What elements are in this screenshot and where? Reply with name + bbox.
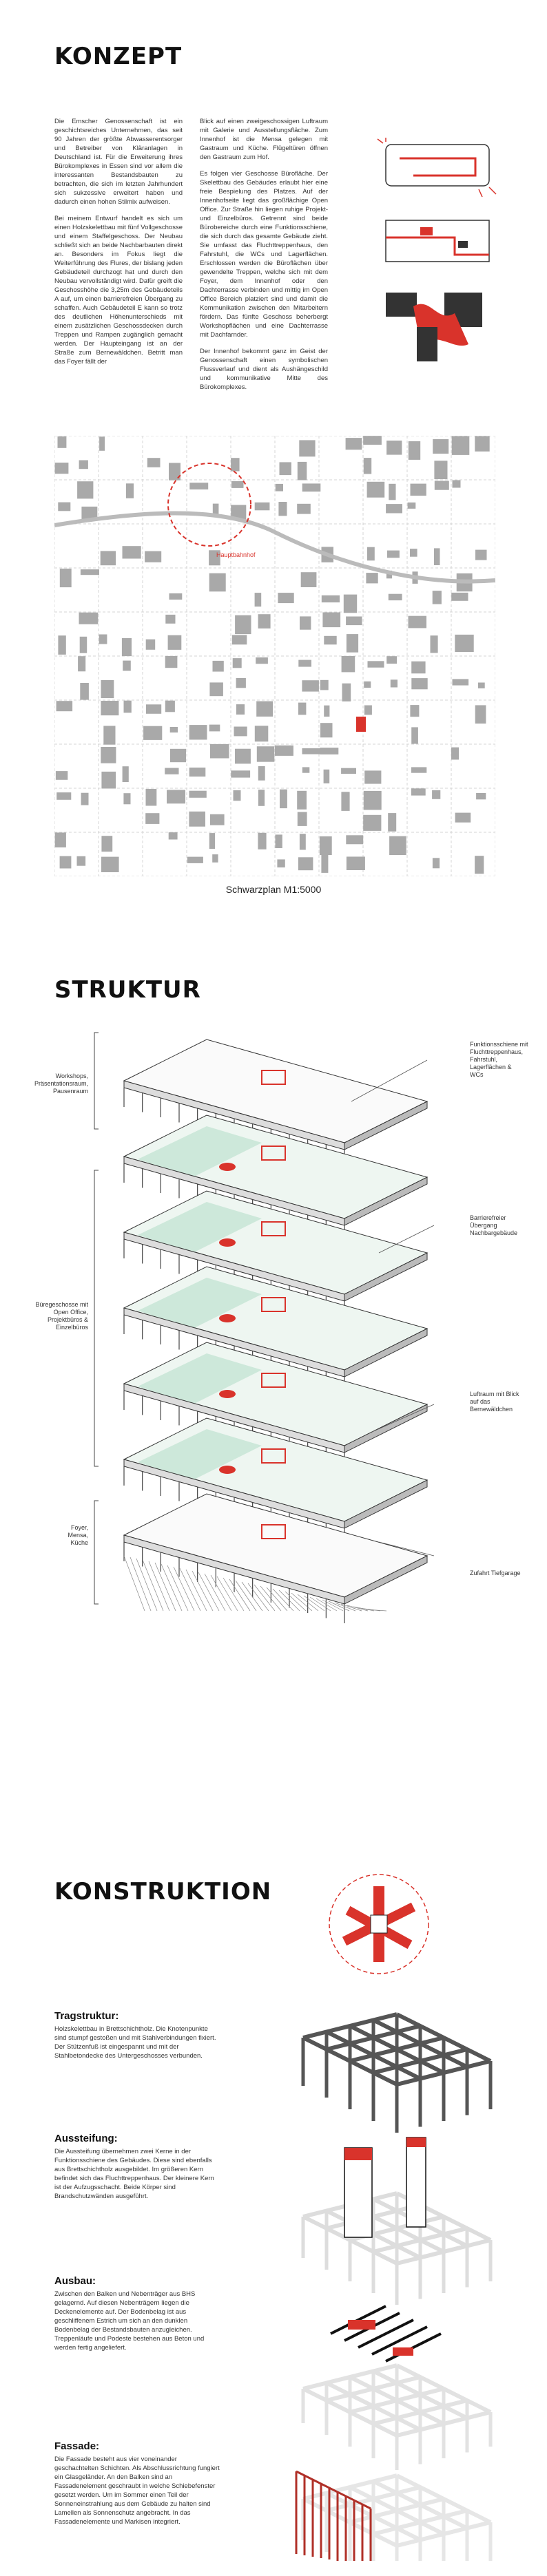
label-workshops: Workshops, Präsentationsraum, Pausenraum: [34, 1073, 88, 1095]
section-tragstruktur: Tragstruktur: Holzskelettbau in Brettsch…: [54, 2010, 220, 2060]
axo-floor-slab: [123, 1266, 429, 1396]
concept-diagram-circulation: [377, 138, 497, 198]
konzept-paragraph: Der Innenhof bekommt ganz im Geist der G…: [200, 348, 328, 391]
tragstruktur-grid: [301, 2012, 493, 2133]
konzept-paragraph: Blick auf einen zweigeschossigen Luftrau…: [200, 118, 328, 161]
section-fassade: Fassade: Die Fassade besteht aus vier vo…: [54, 2440, 220, 2526]
struktur-heading: STRUKTUR: [54, 976, 201, 1004]
konstruktion-heading: KONSTRUKTION: [54, 1878, 272, 1905]
label-buerogeschosse: Büregeschosse mit Open Office, Projektbü…: [35, 1301, 88, 1331]
axo-floor-slab: [123, 1039, 429, 1169]
axo-floor-slab: [123, 1342, 429, 1472]
exploded-axonometric: [123, 1039, 435, 1623]
concept-diagram-core: [385, 220, 490, 262]
konzept-paragraph: Die Emscher Genossenschaft ist ein gesch…: [54, 118, 183, 206]
fassade-drawing: [295, 2470, 493, 2561]
label-barrierefreier-uebergang: Barrierefreier Übergang Nachbargebäude: [470, 1214, 518, 1236]
ausbau-drawing: [301, 2305, 493, 2470]
project-site-marker: [356, 717, 366, 732]
aussteifung-drawing: [301, 2137, 493, 2305]
map-caption: Schwarzplan M1:5000: [225, 884, 322, 895]
axo-ground-hatch: [123, 1555, 387, 1612]
hauptbahnhof-circle: [167, 463, 251, 547]
section-title: Tragstruktur:: [54, 2010, 119, 2022]
section-text: Holzskelettbau in Brettschichtholz. Die …: [54, 2025, 216, 2060]
konzept-heading: KONZEPT: [54, 43, 183, 70]
axo-floors: [123, 1039, 429, 1623]
axo-floor-slab: [123, 1190, 429, 1320]
label-brackets-left: [94, 1032, 99, 1605]
section-text: Die Fassade besteht aus vier voneinander…: [54, 2456, 220, 2526]
section-text: Zwischen den Balken und Nebenträger aus …: [54, 2290, 205, 2352]
label-funktionsschiene: Funktionsschiene mit Fluchttreppenhaus, …: [470, 1041, 528, 1078]
konzept-paragraph: Bei meinem Entwurf handelt es sich um ei…: [54, 215, 183, 366]
axo-floor-slab: [123, 1417, 429, 1548]
axo-connector-lines: [351, 1059, 435, 1556]
section-text: Die Aussteifung übernehmen zwei Kerne in…: [54, 2148, 214, 2200]
map-buildings: [54, 436, 490, 874]
map-label-hauptbahnhof: Hauptbahnhof: [216, 551, 256, 558]
construction-drawings: [295, 1874, 493, 2561]
konzept-text-col1: Die Emscher Genossenschaft ist ein gesch…: [54, 117, 183, 374]
section-title: Ausbau:: [54, 2275, 96, 2287]
railway-line: [54, 511, 495, 584]
label-foyer: Foyer, Mensa, Küche: [68, 1524, 88, 1546]
label-zufahrt-tiefgarage: Zufahrt Tiefgarage: [470, 1570, 521, 1576]
concept-diagram-courtyard: [386, 293, 482, 361]
concept-diagrams: [377, 138, 497, 361]
axo-floor-slab: [123, 1493, 429, 1623]
konzept-text-col2: Blick auf einen zweigeschossigen Luftrau…: [200, 117, 328, 399]
node-detail: [329, 1874, 429, 1974]
section-title: Fassade:: [54, 2440, 100, 2452]
section-title: Aussteifung:: [54, 2133, 118, 2144]
konzept-paragraph: Es folgen vier Geschosse Bürofläche. Der…: [200, 170, 328, 339]
section-ausbau: Ausbau: Zwischen den Balken und Nebenträ…: [54, 2275, 220, 2352]
section-aussteifung: Aussteifung: Die Aussteifung übernehmen …: [54, 2133, 220, 2201]
schwarzplan-map: Hauptbahnhof: [54, 436, 495, 876]
label-luftraum: Luftraum mit Blick auf das Bernewäldchen: [470, 1391, 519, 1413]
